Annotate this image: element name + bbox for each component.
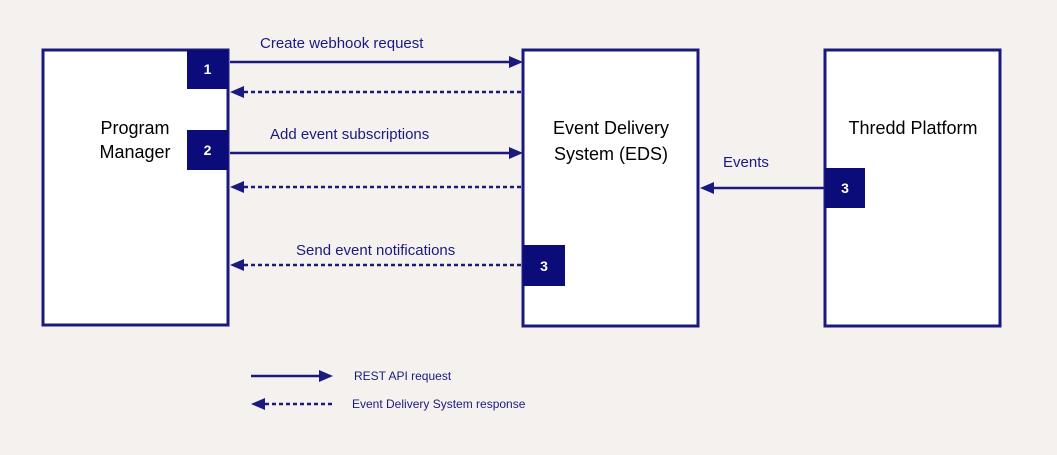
arrow-create-webhook: Create webhook request bbox=[230, 35, 523, 68]
legend-dashed-label: Event Delivery System response bbox=[352, 397, 526, 411]
program-manager-node: Program Manager 1 2 bbox=[41, 48, 230, 327]
program-manager-title-line2: Manager bbox=[99, 142, 170, 162]
step-badge-3-thredd bbox=[825, 168, 865, 208]
step-badge-3-eds bbox=[523, 245, 565, 286]
step-badge-2-label: 2 bbox=[204, 142, 212, 158]
legend-solid-arrowhead bbox=[319, 370, 333, 382]
send-notifications-label: Send event notifications bbox=[296, 242, 455, 259]
step-badge-1 bbox=[187, 50, 228, 89]
arrow-add-subscriptions: Add event subscriptions bbox=[230, 126, 523, 159]
events-arrowhead bbox=[700, 182, 714, 194]
legend-dashed-arrowhead bbox=[251, 398, 265, 410]
response-1-arrowhead bbox=[230, 86, 244, 98]
add-subscriptions-arrowhead bbox=[509, 147, 523, 159]
arrow-response-1 bbox=[230, 86, 521, 98]
step-badge-3-eds-label: 3 bbox=[540, 258, 548, 274]
add-subscriptions-label: Add event subscriptions bbox=[270, 126, 429, 143]
arrow-events: Events bbox=[700, 154, 825, 194]
program-manager-title-line1: Program bbox=[100, 118, 169, 138]
eds-title-line2: System (EDS) bbox=[554, 144, 668, 164]
step-badge-1-label: 1 bbox=[204, 61, 212, 77]
program-manager-box bbox=[41, 48, 230, 327]
thredd-node: Thredd Platform 3 bbox=[823, 48, 1002, 328]
send-notifications-arrowhead bbox=[230, 259, 244, 271]
events-label: Events bbox=[723, 154, 769, 171]
arrow-send-notifications: Send event notifications bbox=[230, 242, 521, 271]
create-webhook-arrowhead bbox=[509, 56, 523, 68]
step-badge-2 bbox=[187, 130, 228, 170]
eds-title-line1: Event Delivery bbox=[553, 118, 669, 138]
eds-node: Event Delivery System (EDS) 3 bbox=[521, 48, 700, 328]
arrow-response-2 bbox=[230, 181, 521, 193]
legend-solid-label: REST API request bbox=[354, 369, 452, 383]
legend: REST API request Event Delivery System r… bbox=[251, 369, 526, 411]
thredd-title: Thredd Platform bbox=[848, 118, 977, 138]
step-badge-3-thredd-label: 3 bbox=[841, 180, 849, 196]
response-2-arrowhead bbox=[230, 181, 244, 193]
create-webhook-label: Create webhook request bbox=[260, 35, 424, 52]
